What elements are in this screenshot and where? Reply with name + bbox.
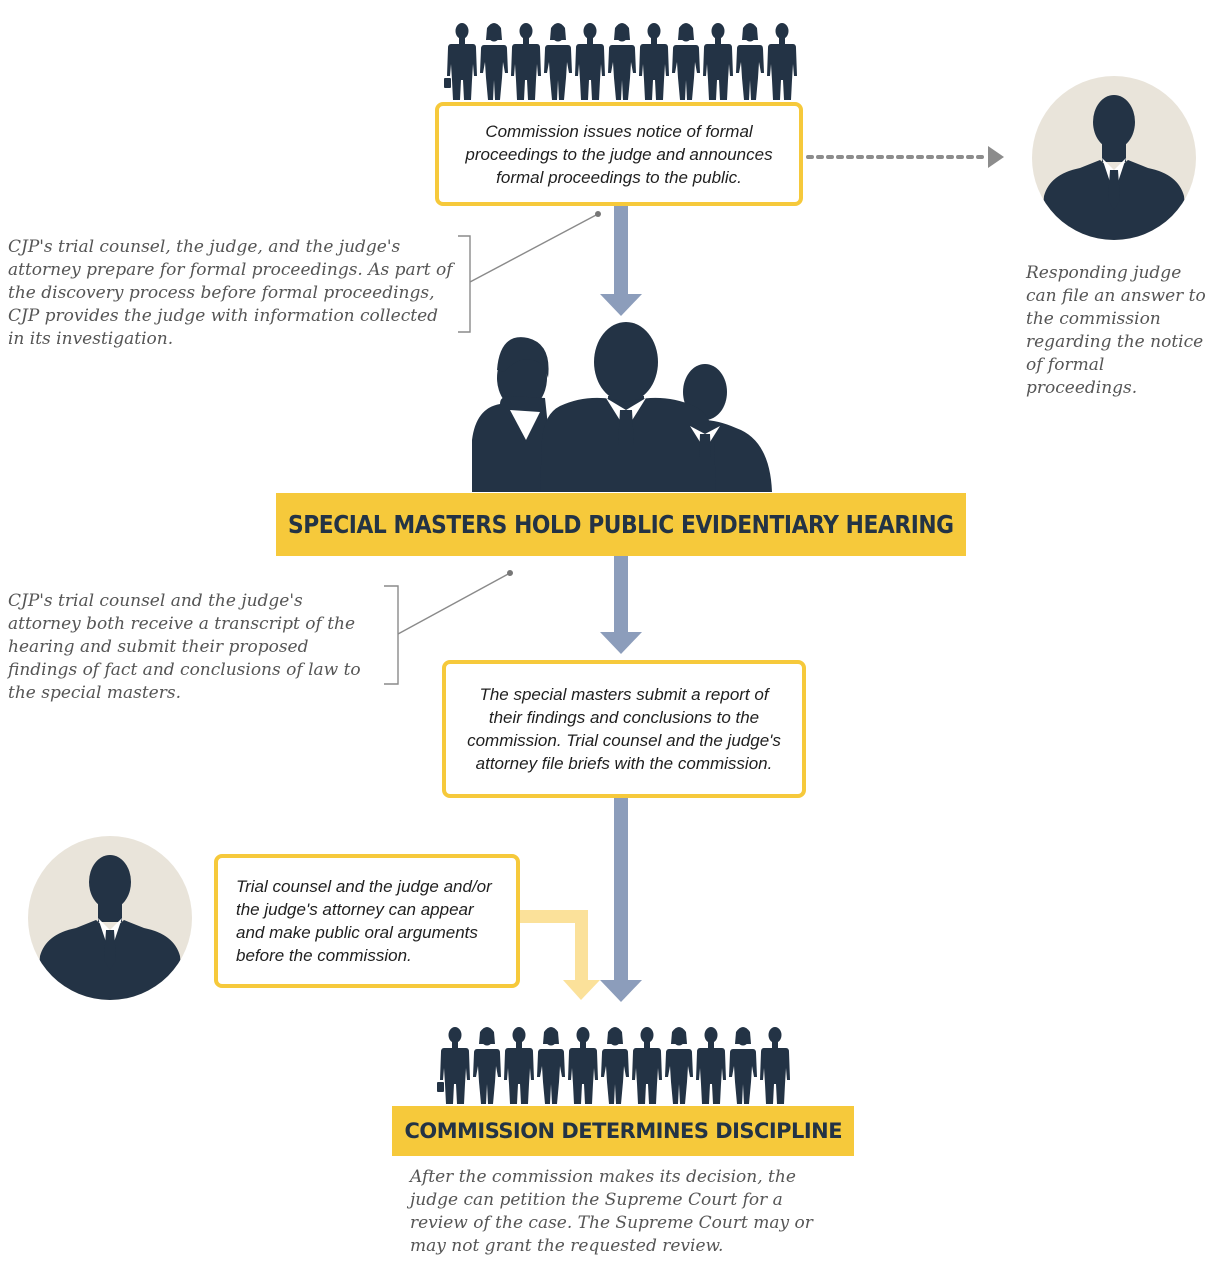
arrow-oral-arguments-to-discipline: [518, 910, 600, 1000]
arrow-notice-to-hearing: [600, 204, 642, 316]
oral-arguments-step-box: Trial counsel and the judge and/or the j…: [214, 854, 520, 988]
judge-portrait-icon: [1032, 76, 1196, 240]
report-step-text: The special masters submit a report of t…: [467, 685, 781, 773]
group-of-three-silhouette-icon: [472, 322, 772, 492]
hearing-banner: SPECIAL MASTERS HOLD PUBLIC EVIDENTIARY …: [276, 493, 966, 556]
review-note: After the commission makes its decision,…: [410, 1167, 813, 1256]
crowd-silhouette-icon-bottom: [437, 1027, 790, 1104]
discovery-note: CJP's trial counsel, the judge, and the …: [8, 237, 453, 349]
judge-portrait-icon-left: [28, 836, 192, 1000]
report-step-box: The special masters submit a report of t…: [442, 660, 806, 798]
transcript-note: CJP's trial counsel and the judge's atto…: [8, 591, 361, 703]
crowd-silhouette-icon: [444, 23, 797, 100]
arrow-hearing-to-report: [600, 556, 642, 654]
hearing-banner-text: SPECIAL MASTERS HOLD PUBLIC EVIDENTIARY …: [288, 510, 954, 539]
transcript-note-dot: [507, 570, 513, 576]
discipline-banner: COMMISSION DETERMINES DISCIPLINE: [392, 1106, 854, 1156]
discipline-banner-text: COMMISSION DETERMINES DISCIPLINE: [404, 1119, 842, 1143]
group-collar-details: [510, 398, 720, 466]
discovery-note-connector: [458, 213, 599, 333]
notice-step-text: Commission issues notice of formal proce…: [465, 121, 773, 187]
answer-note: Responding judge can file an answer to t…: [1026, 263, 1206, 398]
transcript-note-connector: [384, 572, 511, 685]
dotted-arrow-to-judge: [806, 146, 1004, 168]
oral-arguments-step-text: Trial counsel and the judge and/or the j…: [236, 877, 492, 965]
notice-step-box: Commission issues notice of formal proce…: [435, 102, 803, 206]
discovery-note-dot: [595, 211, 601, 217]
arrow-report-to-discipline: [600, 796, 642, 1002]
